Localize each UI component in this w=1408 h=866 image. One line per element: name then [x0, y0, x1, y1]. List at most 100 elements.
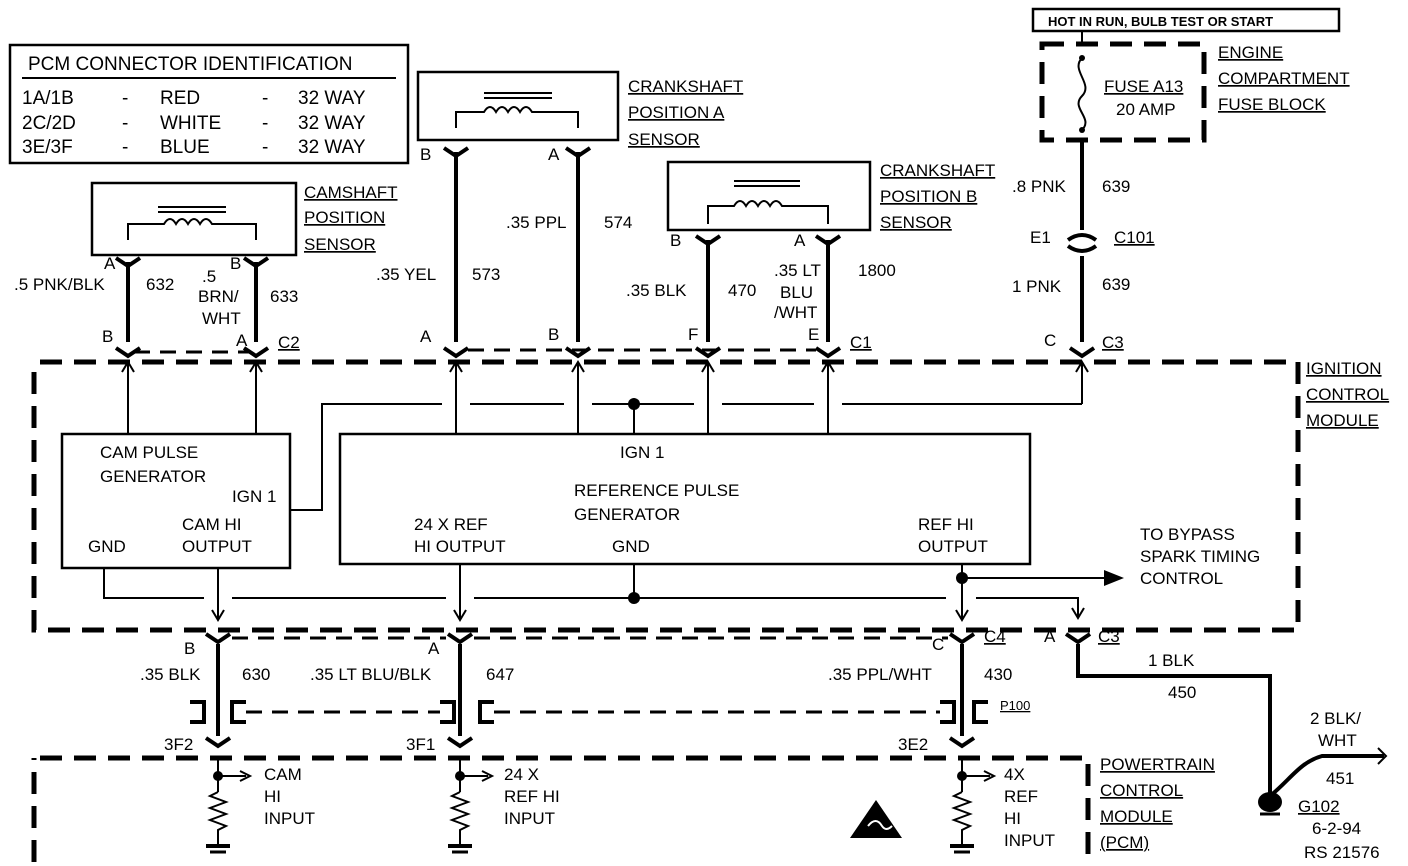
- ref-pulse-ign: IGN 1: [620, 443, 664, 462]
- powertrain-control-module: POWERTRAIN CONTROL MODULE (PCM) CAM HI I…: [31, 755, 1215, 862]
- wire-639b-color: 1 PNK: [1012, 277, 1062, 296]
- pcm-cam-input: CAM HI INPUT: [206, 760, 315, 854]
- c101-name: C101: [1114, 228, 1155, 247]
- fuse-amp: 20 AMP: [1116, 100, 1176, 119]
- fuse-block-label-3: FUSE BLOCK: [1218, 95, 1326, 114]
- wire-633-color-2: BRN/: [198, 287, 239, 306]
- c3-top-name: C3: [1102, 333, 1124, 352]
- pcm-4x-in-3: HI: [1004, 809, 1021, 828]
- wire-632-circuit: 632: [146, 275, 174, 294]
- cam-pulse-gnd: GND: [88, 537, 126, 556]
- pcm-pin-3f2: 3F2: [164, 735, 193, 754]
- footer-code: RS 21576: [1304, 843, 1380, 862]
- wire-639a-color: .8 PNK: [1012, 177, 1067, 196]
- pcm-title-1: POWERTRAIN: [1100, 755, 1215, 774]
- wire-574-color: .35 PPL: [506, 213, 567, 232]
- cam-pin-a: A: [104, 254, 116, 273]
- pcm-table-title: PCM CONNECTOR IDENTIFICATION: [28, 54, 352, 75]
- crank-a-title-2: POSITION A: [628, 103, 725, 122]
- wire-1800-circuit: 1800: [858, 261, 896, 280]
- ground-g102: 2 BLK/ WHT 451 G102: [1258, 709, 1388, 816]
- esd-warning-icon: [850, 800, 902, 838]
- sensor-wires: [114, 140, 1098, 359]
- wire-451-circuit: 451: [1326, 769, 1354, 788]
- crankshaft-b-sensor: CRANKSHAFT POSITION B SENSOR B A: [666, 160, 995, 250]
- c101-pin: E1: [1030, 228, 1051, 247]
- footer: 6-2-94 RS 21576: [1304, 819, 1380, 862]
- ref-24x-label-1: 24 X REF: [414, 515, 488, 534]
- pcm-row3-conn: 3E/3F: [22, 137, 73, 158]
- pcm-title-4: (PCM): [1100, 833, 1149, 852]
- pcm-row2-dash2: -: [262, 113, 268, 134]
- crank-b-pin-a: A: [794, 231, 806, 250]
- pcm-row1-color: RED: [160, 88, 200, 109]
- pcm-row2-dash: -: [122, 113, 128, 134]
- bypass-label-3: CONTROL: [1140, 569, 1223, 588]
- wire-1800-color-1: .35 LT: [774, 261, 821, 280]
- cam-sensor-title-1: CAMSHAFT: [304, 183, 398, 202]
- bypass-arrow-icon: [1104, 570, 1124, 586]
- wire-630-color: .35 BLK: [140, 665, 201, 684]
- fuse-block-label-2: COMPARTMENT: [1218, 69, 1350, 88]
- bypass-label-1: TO BYPASS: [1140, 525, 1235, 544]
- wire-430-circuit: 430: [984, 665, 1012, 684]
- pcm-cam-in-1: CAM: [264, 765, 302, 784]
- crank-a-pin-a: A: [548, 145, 560, 164]
- cam-pulse-label-1: CAM PULSE: [100, 443, 198, 462]
- wire-633-color-1: .5: [202, 267, 216, 286]
- crank-a-coil-icon: [455, 106, 579, 128]
- crankshaft-a-sensor: CRANKSHAFT POSITION A SENSOR B A: [416, 70, 743, 164]
- pcm-cam-in-3: INPUT: [264, 809, 315, 828]
- pcm-4x-in-4: INPUT: [1004, 831, 1055, 850]
- wire-639a-circuit: 639: [1102, 177, 1130, 196]
- wire-647-circuit: 647: [486, 665, 514, 684]
- icm-title-3: MODULE: [1306, 411, 1379, 430]
- c1-pin-b: B: [548, 325, 559, 344]
- c4-pin-b: B: [184, 639, 195, 658]
- wire-1800-color-2: BLU: [780, 283, 813, 302]
- c3-bottom-pin: A: [1044, 627, 1056, 646]
- fuse-block-label-1: ENGINE: [1218, 43, 1283, 62]
- ref-24x-label-2: HI OUTPUT: [414, 537, 506, 556]
- pcm-row3-way: 32 WAY: [298, 137, 366, 158]
- wire-633-color-3: WHT: [202, 309, 241, 328]
- cam-pulse-out-2: OUTPUT: [182, 537, 252, 556]
- icm-title-1: IGNITION: [1306, 359, 1382, 378]
- c1-pin-f: F: [688, 325, 698, 344]
- crank-a-pin-b: B: [420, 145, 431, 164]
- wire-470-color: .35 BLK: [626, 281, 687, 300]
- cam-pin-b: B: [230, 254, 241, 273]
- crank-b-pin-b: B: [670, 231, 681, 250]
- wire-430-color: .35 PPL/WHT: [828, 665, 932, 684]
- c4-pin-c: C: [932, 635, 944, 654]
- bottom-wires: [190, 632, 1272, 790]
- c1-name: C1: [850, 333, 872, 352]
- ref-hi-label-2: OUTPUT: [918, 537, 988, 556]
- cam-sensor-title-2: POSITION: [304, 208, 385, 227]
- top-wire-labels: .5 PNK/BLK 632 .5 BRN/ WHT 633 .35 YEL 5…: [14, 177, 1155, 352]
- p100-name: P100: [1000, 698, 1030, 713]
- camshaft-sensor: CAMSHAFT POSITION SENSOR A B: [90, 181, 398, 273]
- cam-pulse-label-2: GENERATOR: [100, 467, 206, 486]
- crank-b-title-2: POSITION B: [880, 187, 977, 206]
- c3-bottom-name: C3: [1098, 627, 1120, 646]
- c2-pin-a: A: [236, 331, 248, 350]
- pcm-row2-conn: 2C/2D: [22, 113, 76, 134]
- pcm-row1-dash2: -: [262, 88, 268, 109]
- pcm-24x-input: 24 X REF HI INPUT: [448, 760, 560, 854]
- pcm-4x-input: 4X REF HI INPUT: [950, 760, 1055, 854]
- hot-in-run-label: HOT IN RUN, BULB TEST OR START: [1048, 14, 1273, 29]
- pcm-row3-color: BLUE: [160, 137, 210, 158]
- pcm-row1-conn: 1A/1B: [22, 88, 74, 109]
- wire-573-circuit: 573: [472, 265, 500, 284]
- wire-630-circuit: 630: [242, 665, 270, 684]
- ref-hi-label-1: REF HI: [918, 515, 974, 534]
- c3-top-pin: C: [1044, 331, 1056, 350]
- c2-name: C2: [278, 333, 300, 352]
- pcm-4x-in-2: REF: [1004, 787, 1038, 806]
- pcm-24x-in-2: REF HI: [504, 787, 560, 806]
- wire-574-circuit: 574: [604, 213, 632, 232]
- crank-a-title-1: CRANKSHAFT: [628, 77, 743, 96]
- ignition-control-module: IGNITION CONTROL MODULE CAM PULSE GENERA…: [31, 359, 1389, 633]
